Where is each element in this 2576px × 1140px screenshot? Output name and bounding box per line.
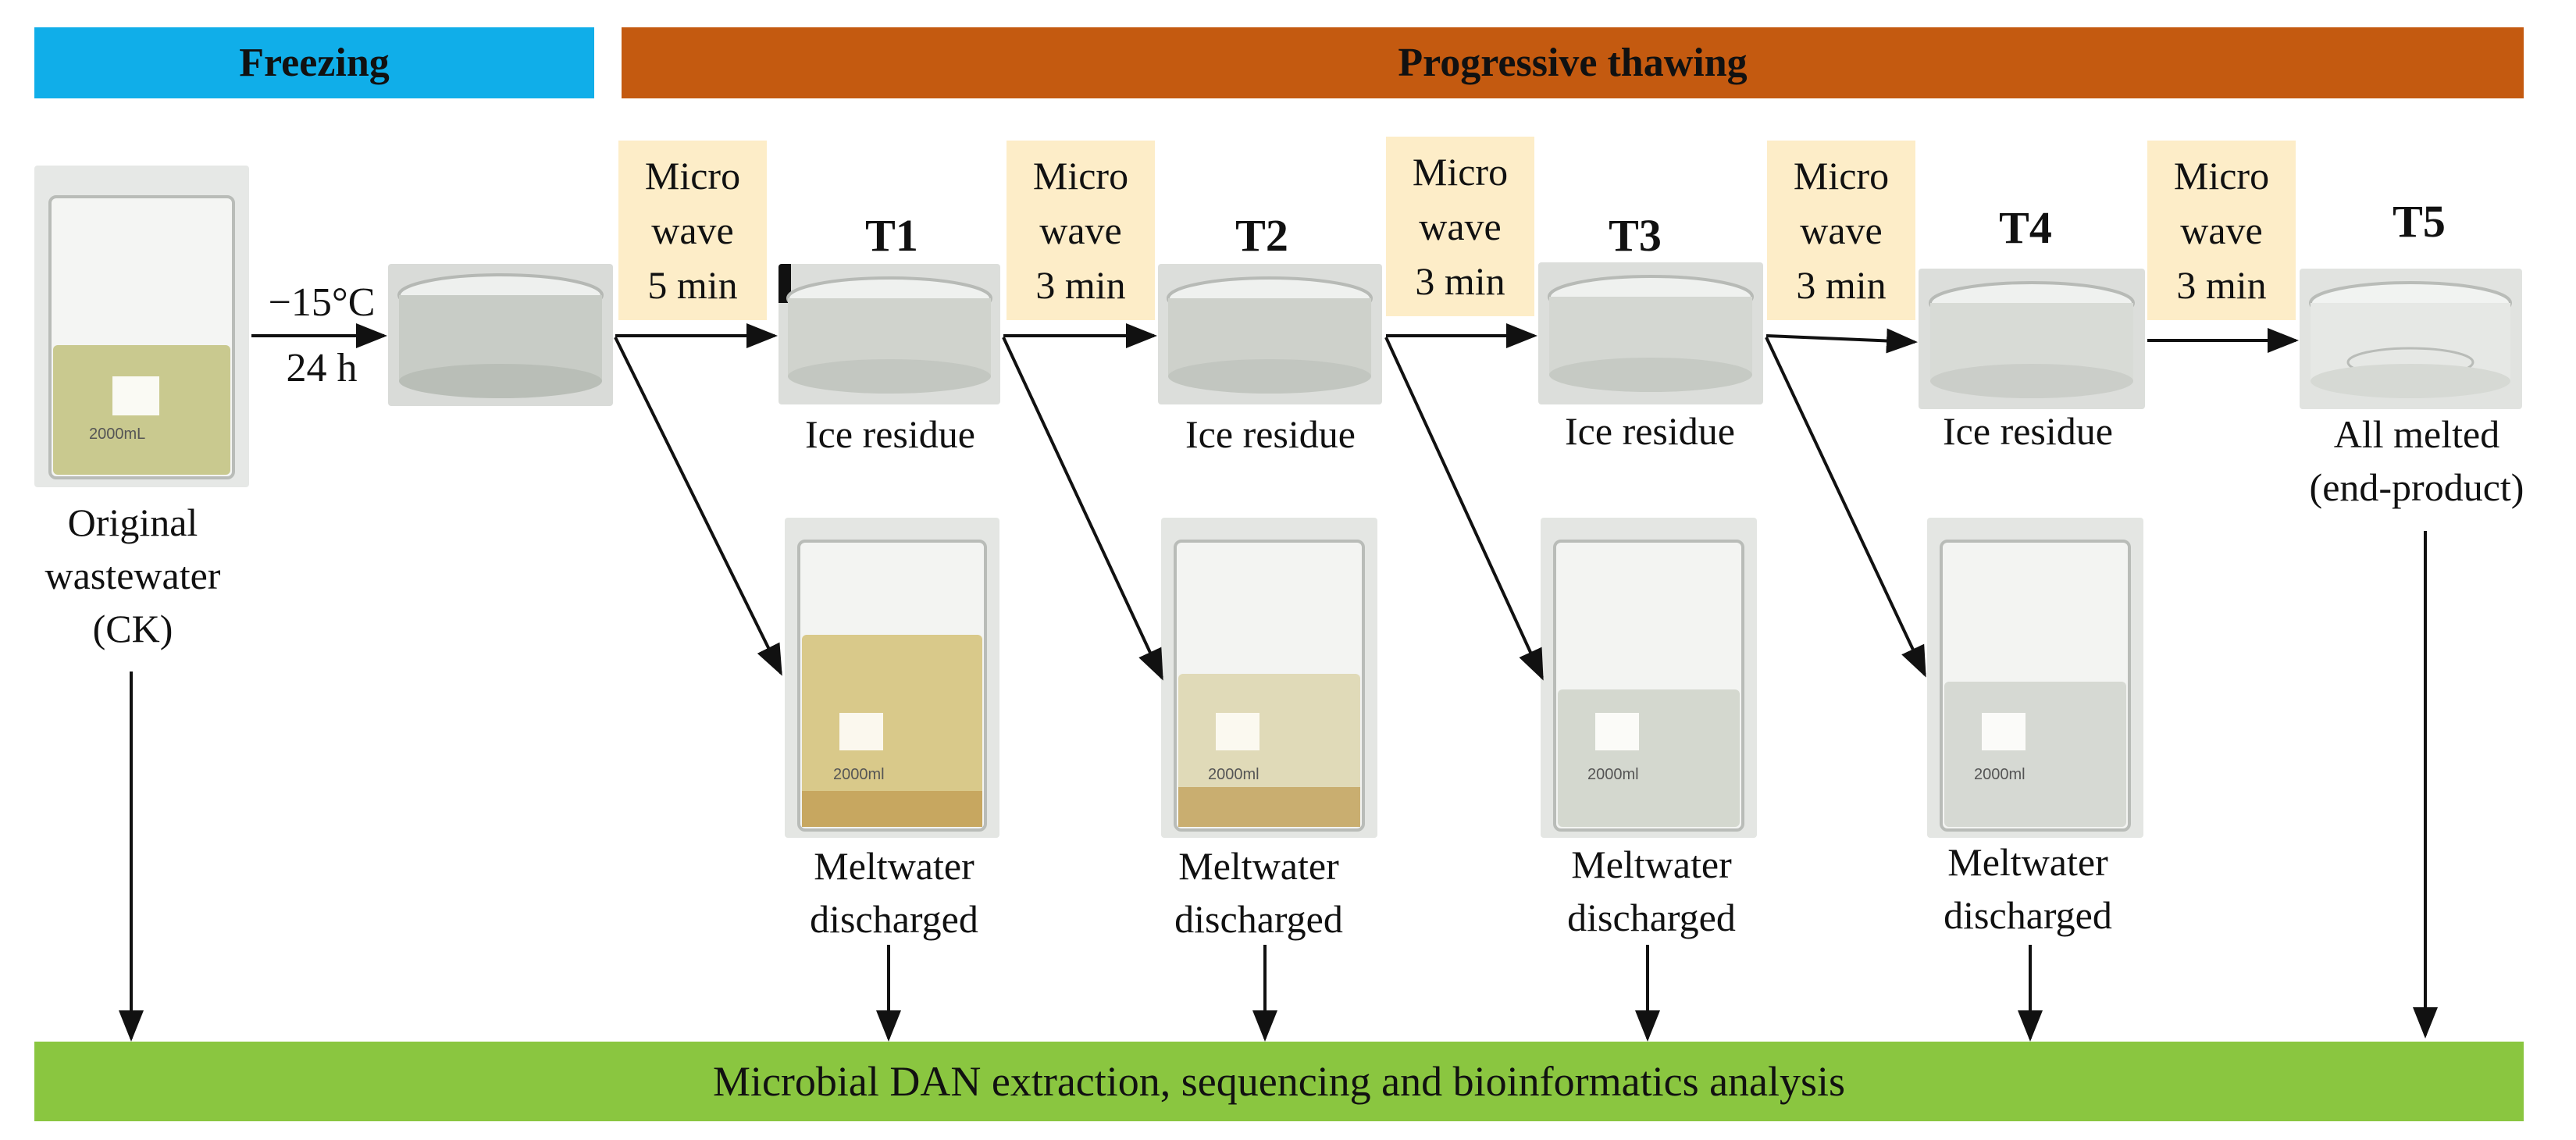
melted-dish-t5 — [2300, 269, 2522, 409]
analysis-banner: Microbial DAN extraction, sequencing and… — [34, 1042, 2524, 1121]
ice-dish-image — [1919, 269, 2145, 409]
ice-dish-image — [1538, 262, 1763, 404]
meltwater-label-t3: Meltwater discharged — [1527, 838, 1776, 944]
microwave-box-3: Micro wave 3 min — [1386, 137, 1534, 316]
stage-label-t3: T3 — [1609, 210, 1662, 261]
meltwater-line2: discharged — [1944, 893, 2112, 937]
beaker-image: 2000ml — [785, 518, 999, 838]
microwave-4-l1: Micro — [1793, 154, 1890, 198]
beaker-mark-text: 2000ml — [1974, 766, 2026, 783]
ice-residue-label-t1: Ice residue — [805, 412, 975, 456]
meltwater-line2: discharged — [1567, 896, 1736, 939]
frozen-dish-photo — [388, 264, 613, 406]
ice-residue-label-t2: Ice residue — [1185, 412, 1356, 456]
beaker-image: 2000ml — [1541, 518, 1757, 838]
stage-label-t1: T1 — [865, 210, 918, 261]
stage-label-t5: T5 — [2393, 196, 2446, 247]
ice-residue-label-t4: Ice residue — [1943, 409, 2113, 453]
meltwater-beaker-t4: 2000ml — [1927, 518, 2143, 838]
microwave-2-l1: Micro — [1032, 154, 1129, 198]
beaker-image: 2000ml — [1161, 518, 1377, 838]
beaker-mark-text: 2000ml — [1208, 766, 1259, 783]
original-line2: wastewater — [45, 554, 221, 597]
freeze-temp-label: −15°C — [268, 280, 376, 325]
end-product-line: (end-product) — [2309, 465, 2524, 509]
ice-residue-label-t3: Ice residue — [1565, 409, 1735, 453]
original-line3: (CK) — [92, 607, 173, 650]
meltwater-label-t1: Meltwater discharged — [769, 839, 1019, 946]
ice-residue-dish-t1 — [779, 264, 1000, 404]
progressive-thawing-banner: Progressive thawing — [622, 27, 2524, 98]
meltwater-line2: discharged — [1174, 897, 1343, 941]
microwave-5-l2: wave — [2180, 208, 2263, 252]
original-wastewater-beaker-photo: 2000mL — [34, 166, 249, 487]
frozen-dish-image — [388, 264, 613, 406]
microwave-4-l2: wave — [1800, 208, 1883, 252]
microwave-box-4: Micro wave 3 min — [1767, 141, 1915, 320]
arrow-diag-t1 — [614, 337, 782, 676]
freeze-time-label: 24 h — [286, 346, 358, 390]
arrow-diag-t4 — [1765, 337, 1926, 678]
beaker-image: 2000ml — [1927, 518, 2143, 838]
meltwater-line1: Meltwater — [1947, 840, 2108, 884]
ice-residue-dish-t4 — [1919, 269, 2145, 409]
meltwater-line1: Meltwater — [814, 844, 974, 888]
analysis-banner-label: Microbial DAN extraction, sequencing and… — [712, 1058, 1846, 1105]
microwave-3-l2: wave — [1419, 205, 1502, 248]
meltwater-beaker-t1: 2000ml — [785, 518, 999, 838]
microwave-5-l3: 3 min — [2176, 263, 2267, 307]
melted-dish-image — [2300, 269, 2522, 409]
meltwater-beaker-t2: 2000ml — [1161, 518, 1377, 838]
freezing-banner: Freezing — [34, 27, 594, 98]
meltwater-label-t4: Meltwater discharged — [1903, 835, 2153, 942]
microwave-5-l1: Micro — [2173, 154, 2270, 198]
ice-residue-dish-t2 — [1158, 264, 1382, 404]
microwave-2-l2: wave — [1039, 208, 1122, 252]
meltwater-line1: Meltwater — [1178, 844, 1339, 888]
all-melted-line1: All melted — [2333, 412, 2500, 456]
original-wastewater-label: Original wastewater (CK) — [16, 496, 250, 655]
microwave-3-l3: 3 min — [1415, 259, 1505, 303]
microwave-1-l3: 5 min — [647, 263, 738, 307]
freezing-banner-label: Freezing — [239, 41, 390, 85]
thawing-banner-label: Progressive thawing — [1398, 41, 1748, 85]
arrow-diag-t3 — [1384, 337, 1544, 681]
beaker-mark-text: 2000ml — [1587, 766, 1639, 783]
ice-dish-image — [779, 264, 1000, 404]
microwave-1-l2: wave — [651, 208, 734, 252]
microwave-2-l3: 3 min — [1035, 263, 1126, 307]
stage-label-t2: T2 — [1235, 210, 1288, 261]
microwave-box-1: Micro wave 5 min — [618, 141, 767, 320]
ice-residue-dish-t3 — [1538, 262, 1763, 404]
microwave-4-l3: 3 min — [1796, 263, 1887, 307]
ice-dish-image — [1158, 264, 1382, 404]
microwave-1-l1: Micro — [644, 154, 741, 198]
beaker-mark-text: 2000ml — [833, 766, 885, 783]
microwave-box-5: Micro wave 3 min — [2147, 141, 2296, 320]
meltwater-beaker-t3: 2000ml — [1541, 518, 1757, 838]
meltwater-line2: discharged — [810, 897, 978, 941]
beaker-image: 2000mL — [34, 166, 249, 487]
meltwater-line1: Meltwater — [1571, 843, 1732, 886]
meltwater-label-t2: Meltwater discharged — [1134, 839, 1384, 946]
all-melted-label: All melted (end-product) — [2284, 408, 2549, 514]
beaker-mark-text: 2000mL — [89, 426, 145, 443]
arrow-mw4 — [1765, 328, 1918, 354]
arrow-diag-t2 — [1002, 337, 1163, 681]
microwave-3-l1: Micro — [1412, 150, 1509, 194]
microwave-box-2: Micro wave 3 min — [1007, 141, 1155, 320]
stage-label-t4: T4 — [1999, 202, 2052, 253]
original-line1: Original — [67, 501, 198, 544]
